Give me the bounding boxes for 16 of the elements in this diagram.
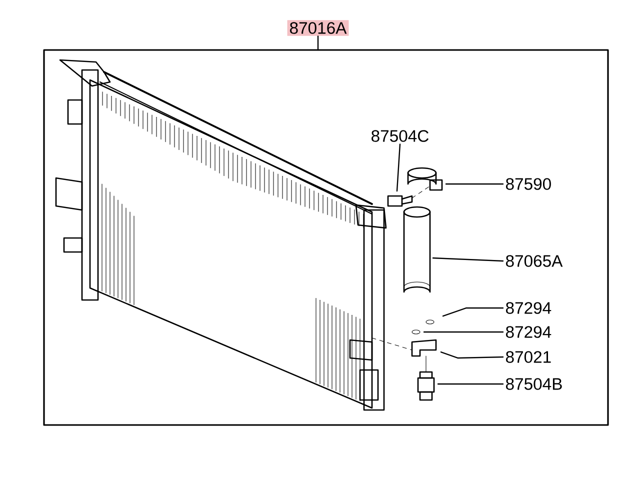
leader-line [437,383,504,385]
callout-number: 87294 [506,302,552,314]
leader-line [432,257,504,262]
leader-line [317,36,319,51]
leader-line [440,351,504,359]
callout-number: 87016A [287,20,349,36]
callout-number: 87504C [372,130,429,142]
callout-number: 87065A [506,255,563,267]
leader-line [423,331,504,333]
leader-line [445,183,504,185]
leader-line [442,307,504,317]
leader-line [396,144,401,192]
callout-number: 87021 [506,351,551,363]
callout-number: 87294 [506,326,552,338]
callout-number: 87504B [506,378,562,390]
callout-number: 87590 [506,178,551,190]
